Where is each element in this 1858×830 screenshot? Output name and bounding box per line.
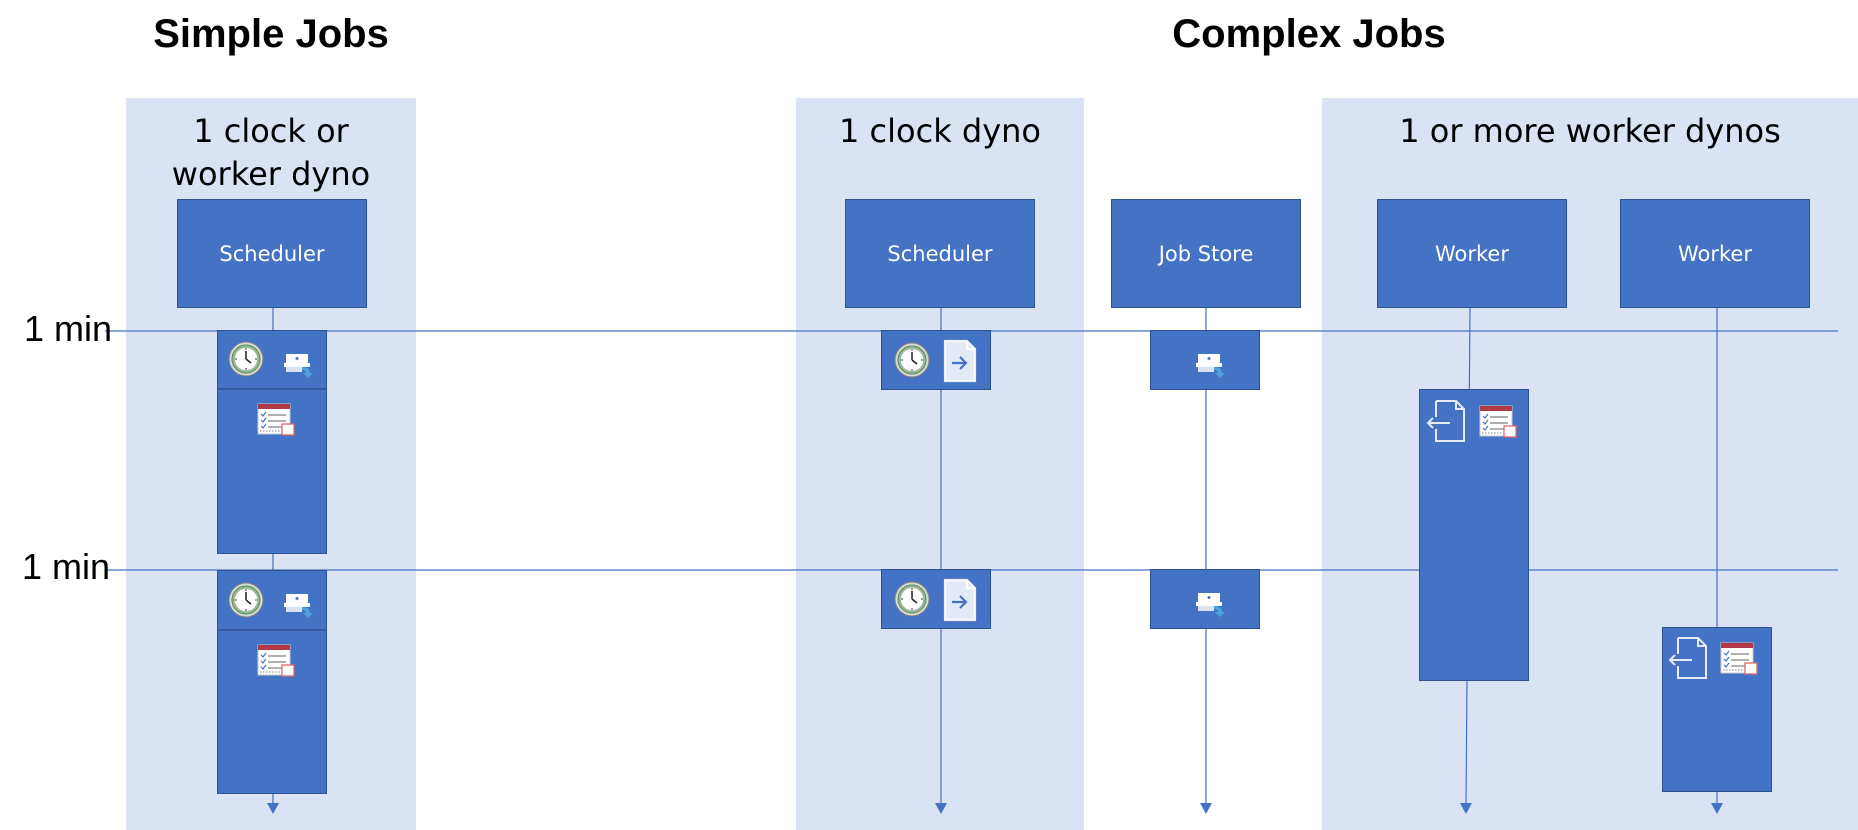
- send-document-icon: [943, 339, 977, 383]
- enqueue-job-icon: [284, 354, 313, 378]
- worker-2-label: Worker: [1678, 241, 1752, 266]
- complex-scheduler-box: Scheduler: [845, 199, 1035, 308]
- task-list-icon: [1479, 405, 1517, 438]
- enqueue-job-icon: [1196, 593, 1225, 617]
- time-label-2: 1 min: [22, 546, 111, 587]
- arrowhead-worker-1: [1460, 803, 1472, 814]
- job-store-label: Job Store: [1158, 241, 1254, 266]
- worker-1-activation: [1419, 389, 1529, 681]
- time-label-1: 1 min: [24, 308, 113, 349]
- enqueue-job-icon: [284, 594, 313, 618]
- task-list-icon: [257, 403, 295, 436]
- clock-icon: [894, 581, 930, 617]
- clock-icon: [228, 341, 264, 377]
- simple-scheduler-box: Scheduler: [177, 199, 367, 308]
- clock-icon: [894, 342, 930, 378]
- complex-jobs-heading: Complex Jobs: [1172, 12, 1446, 56]
- arrowhead-simple: [267, 803, 279, 814]
- task-list-icon: [257, 644, 295, 677]
- worker-1-label: Worker: [1435, 241, 1509, 266]
- worker-2-activation: [1662, 627, 1772, 792]
- send-document-icon: [943, 578, 977, 622]
- worker-1-box: Worker: [1377, 199, 1567, 308]
- arrowhead-worker-2: [1711, 803, 1723, 814]
- arrowhead-clock: [935, 803, 947, 814]
- workers-lane-title: 1 or more worker dynos: [1399, 112, 1781, 150]
- clock-lane-title: 1 clock dyno: [839, 112, 1041, 150]
- simple-lane-title: 1 clock or worker dyno: [171, 112, 371, 193]
- clock-icon: [228, 582, 264, 618]
- complex-scheduler-label: Scheduler: [887, 241, 993, 266]
- arrowhead-jobstore: [1200, 803, 1212, 814]
- task-list-icon: [1720, 642, 1758, 675]
- worker-2-box: Worker: [1620, 199, 1810, 308]
- job-store-box: Job Store: [1111, 199, 1301, 308]
- fetch-document-icon: [1427, 400, 1465, 442]
- fetch-document-icon: [1669, 637, 1707, 679]
- simple-jobs-heading: Simple Jobs: [153, 12, 389, 56]
- enqueue-job-icon: [1196, 354, 1225, 378]
- simple-scheduler-label: Scheduler: [219, 241, 325, 266]
